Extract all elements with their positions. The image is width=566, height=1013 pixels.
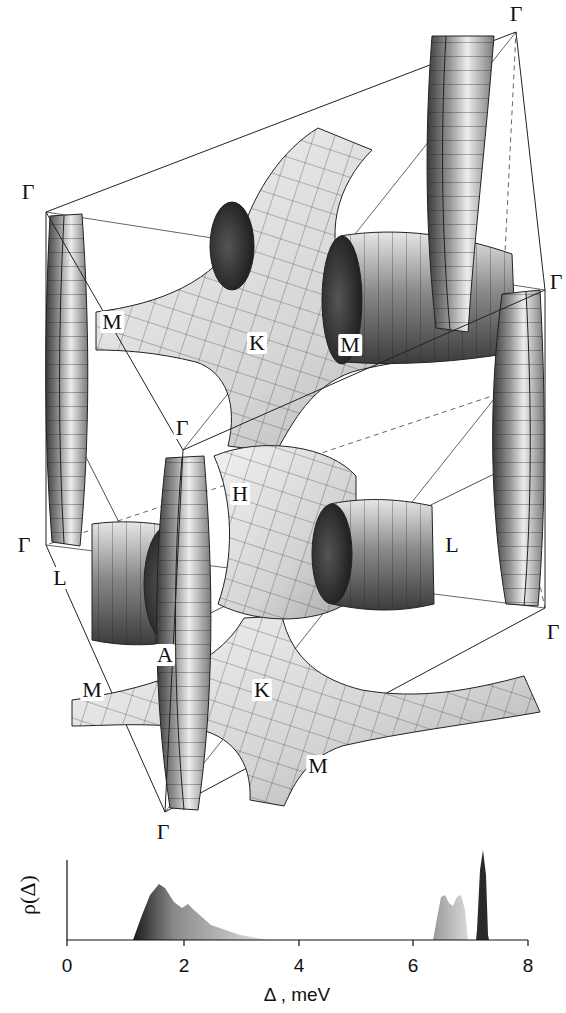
tick-label: 8 — [523, 956, 534, 975]
axis-label: ρ(Δ) — [17, 875, 39, 915]
surface-grid — [46, 214, 88, 546]
sigma-gap-peak — [476, 850, 489, 940]
tube-opening — [312, 504, 352, 604]
symmetry-point: L — [443, 534, 460, 556]
cylinder-wall — [443, 36, 450, 330]
symmetry-point: Γ — [550, 271, 563, 293]
axis-tick — [67, 940, 528, 946]
zone-edge — [46, 212, 545, 812]
axis-label: Δ , meV — [264, 985, 331, 1004]
sigma-cylinder — [46, 214, 88, 546]
sigma-cylinders — [46, 36, 545, 810]
sigma-cylinder — [427, 36, 494, 332]
zone-outline — [46, 32, 545, 812]
symmetry-point: K — [252, 679, 272, 701]
symmetry-point: Γ — [18, 534, 31, 556]
symmetry-point: L — [51, 567, 68, 589]
tick-label: 4 — [294, 956, 305, 975]
pi-sheet — [214, 446, 356, 619]
surface-grid — [157, 456, 211, 810]
symmetry-point: M — [338, 334, 362, 356]
symmetry-point: Γ — [174, 417, 191, 439]
tube-opening — [210, 202, 254, 290]
surface-grid — [427, 36, 494, 332]
surface-grid — [214, 446, 356, 619]
tick-label: 2 — [179, 956, 190, 975]
symmetry-point: M — [306, 755, 330, 777]
tick-label: 6 — [408, 956, 419, 975]
tube-opening — [322, 236, 362, 364]
symmetry-point: Γ — [157, 821, 170, 843]
sigma-cylinder — [493, 290, 545, 606]
symmetry-point: K — [247, 332, 267, 354]
tick-label: 0 — [62, 956, 73, 975]
sigma-cylinder — [157, 456, 211, 810]
axis — [67, 860, 528, 940]
sigma-gap-peak — [433, 895, 468, 940]
cylinder-wall — [60, 216, 65, 544]
surface-grid — [340, 232, 516, 363]
symmetry-point: A — [155, 644, 175, 666]
symmetry-point: Γ — [547, 621, 560, 643]
symmetry-point: M — [100, 311, 124, 333]
cylinder-wall — [524, 292, 530, 606]
symmetry-point: H — [230, 483, 250, 505]
pi-gap-peak — [133, 884, 269, 940]
symmetry-point: M — [80, 679, 104, 701]
zone-edges — [46, 32, 545, 812]
symmetry-point: Γ — [22, 181, 35, 203]
face-diagonal — [46, 394, 545, 812]
gap-distribution — [67, 850, 528, 946]
pi-tube — [340, 232, 516, 363]
symmetry-point: Γ — [510, 3, 523, 25]
zone-front-edges — [46, 212, 545, 812]
surface-grid — [493, 290, 545, 606]
